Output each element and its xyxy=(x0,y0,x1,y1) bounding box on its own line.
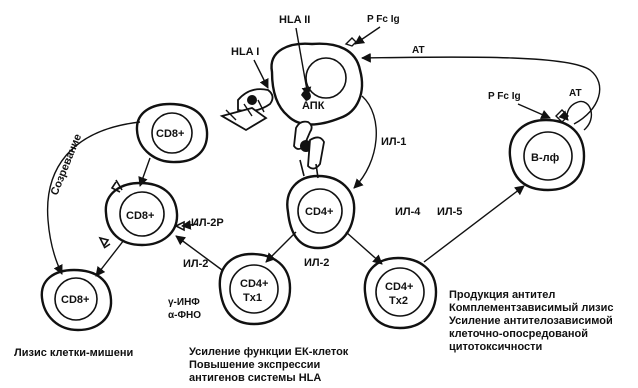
p-fc-ig-top-arrow xyxy=(355,27,380,44)
tnf-label: α-ФНО xyxy=(168,310,201,321)
tcr-cd4-complex-icon xyxy=(294,122,324,178)
antibody-caption-line: цитотоксичности xyxy=(449,341,542,353)
th1-label-cd4: CD4+ xyxy=(240,278,268,290)
ifn-label: γ-ИНФ xyxy=(168,297,200,308)
hla-i-arrow xyxy=(254,60,268,88)
il5-label: ИЛ-5 xyxy=(437,206,462,218)
cd8-top-label: CD8+ xyxy=(156,128,184,140)
cd4-to-th2-arrow xyxy=(346,232,382,264)
il2p-label: ИЛ-2Р xyxy=(191,217,224,229)
nk-caption-line: Усиление функции ЕК-клеток xyxy=(189,346,349,358)
p-fc-ig-right-arrow xyxy=(518,104,550,118)
th1-label-tx1: Tx1 xyxy=(243,292,262,304)
antibody-caption-line: Усиление антителозависимой xyxy=(449,315,613,327)
cd8-bottom-cell: CD8+ xyxy=(42,270,111,330)
nk-caption-line: антигенов системы HLA xyxy=(189,372,321,384)
il4-label: ИЛ-4 xyxy=(395,206,421,218)
th2-cell: CD4+ Tx2 xyxy=(365,258,436,328)
antibody-caption-line: клеточно-опосредованой xyxy=(449,328,588,340)
cd8-middle-label: CD8+ xyxy=(126,210,154,222)
b-cell: В-лф xyxy=(510,120,584,190)
lysis-caption: Лизис клетки-мишени xyxy=(14,347,133,359)
at-top-label: AT xyxy=(412,45,425,56)
hla-i-tcr-complex-icon xyxy=(222,89,273,130)
th2-label-cd4: CD4+ xyxy=(385,281,413,293)
nk-caption-line: Повышение экспрессии xyxy=(189,359,320,371)
th2-label-tx2: Tx2 xyxy=(389,295,408,307)
p-fc-ig-top-label: P Fc Ig xyxy=(367,14,400,25)
antibody-caption: Продукция антител Комплементзависимый ли… xyxy=(449,289,613,353)
p-fc-ig-right-label: P Fc Ig xyxy=(488,91,521,102)
cd8-middle-cell: CD8+ xyxy=(106,183,177,245)
cd8-top-cell: CD8+ xyxy=(137,104,207,162)
cd4-to-th1-arrow xyxy=(266,232,296,262)
apc-label: АПК xyxy=(302,100,325,112)
cd8-middle-to-bottom-arrow xyxy=(96,240,124,276)
receptor-icon xyxy=(100,238,110,248)
antibody-caption-line: Комплементзависимый лизис xyxy=(449,302,613,314)
il1-label: ИЛ-1 xyxy=(381,136,406,148)
hla-ii-label: HLA II xyxy=(279,14,310,26)
il1-arrow xyxy=(354,96,376,188)
il2-left-label: ИЛ-2 xyxy=(183,258,208,270)
fc-receptor-top-icon xyxy=(346,38,356,46)
cd8-bottom-label: CD8+ xyxy=(61,294,89,306)
th1-cell: CD4+ Tx1 xyxy=(220,254,290,324)
il2-center-label: ИЛ-2 xyxy=(304,257,329,269)
cd8-top-to-middle-arrow xyxy=(140,158,150,186)
nk-caption: Усиление функции ЕК-клеток Повышение экс… xyxy=(189,346,349,384)
th2-to-bcell-arrow xyxy=(424,186,524,262)
hla-i-label: HLA I xyxy=(231,46,259,58)
antibody-caption-line: Продукция антител xyxy=(449,289,555,301)
cd4-center-label: CD4+ xyxy=(305,206,333,218)
cd4-center-cell: CD4+ xyxy=(287,176,354,248)
apc-cell: АПК xyxy=(272,44,362,125)
b-cell-label: В-лф xyxy=(531,152,560,164)
at-right-label: AT xyxy=(569,88,582,99)
maturation-label: Созревание xyxy=(49,132,85,197)
